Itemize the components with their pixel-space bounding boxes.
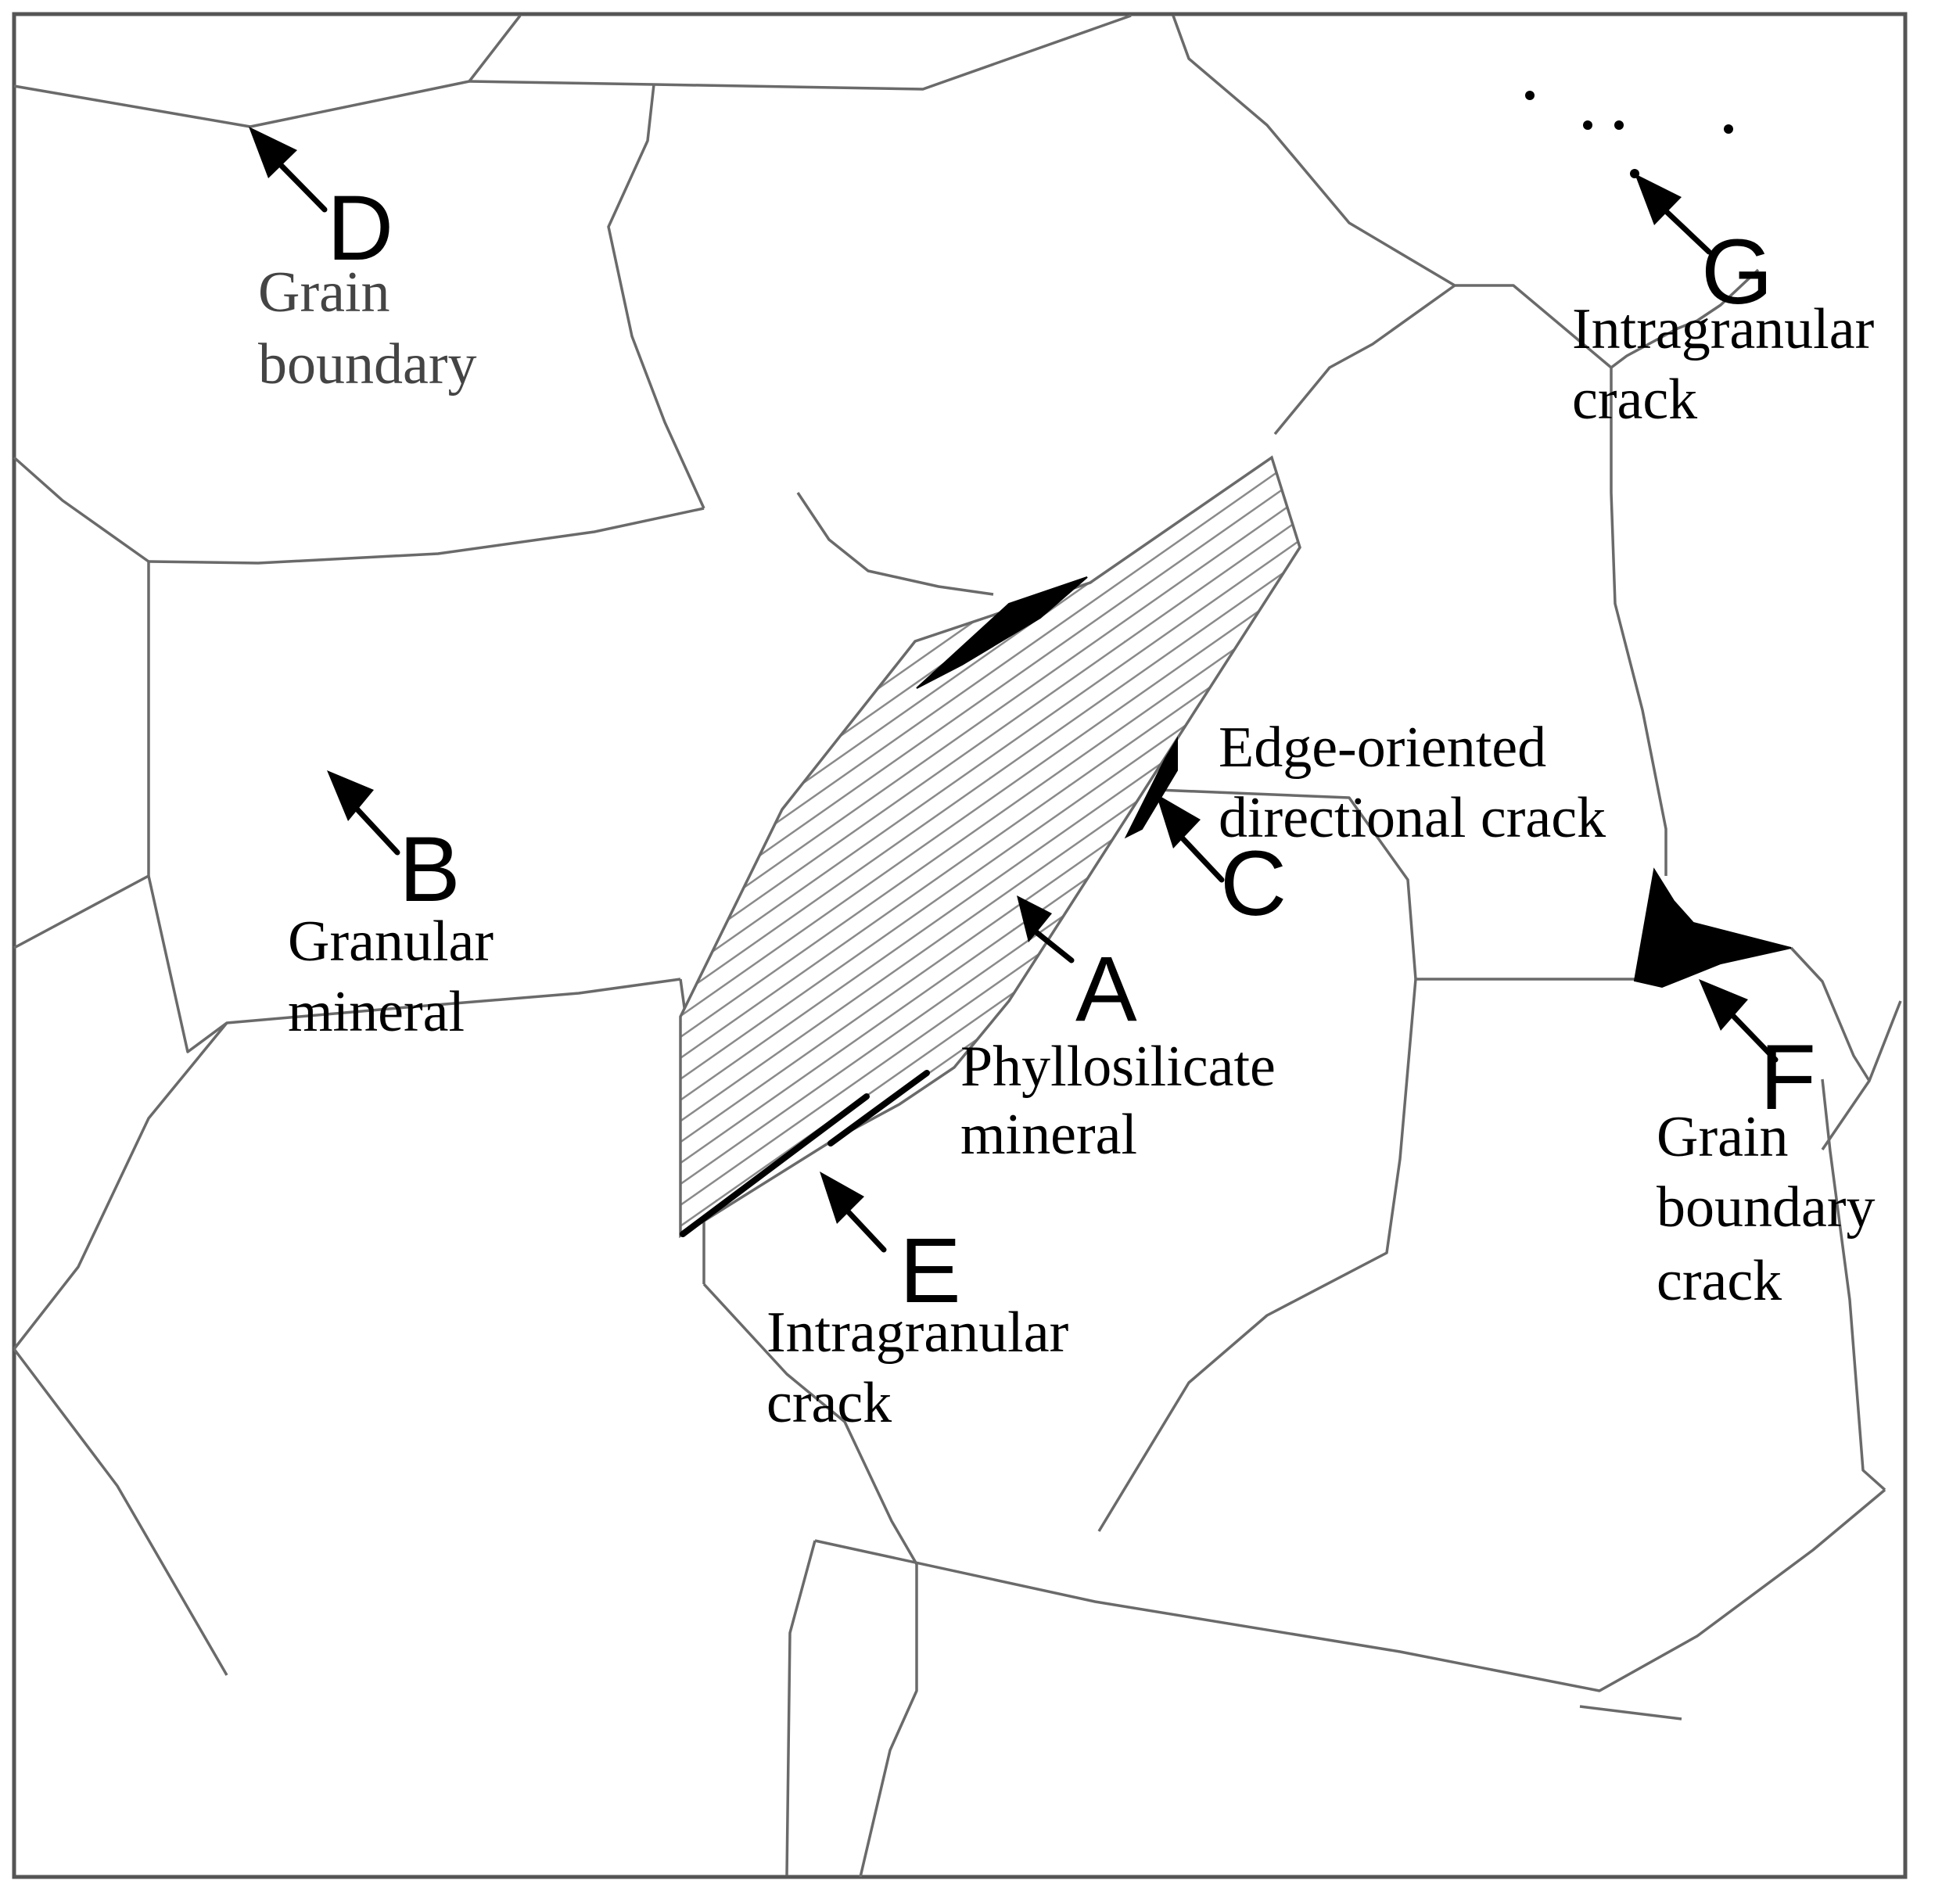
label-a: Phyllosilicate mineral	[960, 1035, 1290, 1167]
letter-a: A	[1075, 938, 1137, 1041]
label-e: Intragranular crack	[766, 1301, 1083, 1435]
crack-marks	[680, 576, 1792, 1237]
label-c: Edge-oriented directional crack	[1219, 716, 1606, 850]
phyllosilicate-mineral	[679, 455, 1301, 1239]
arrow-a	[1017, 895, 1075, 963]
intragranular-crack-e	[680, 1093, 870, 1237]
diagram-frame	[12, 12, 1908, 1879]
letter-d: D	[327, 177, 393, 280]
intragranular-crack-e-short	[827, 1070, 930, 1146]
intragranular-crack-dots	[1525, 91, 1733, 178]
grain-boundary-crack	[1633, 867, 1792, 989]
arrow-e	[820, 1172, 887, 1253]
label-b: Granular mineral	[288, 910, 508, 1044]
arrow-c	[1156, 794, 1225, 883]
annotation-arrows	[249, 127, 1779, 1253]
label-f: Grain boundary crack	[1657, 1105, 1890, 1313]
arrow-d	[249, 127, 328, 213]
arrow-f	[1699, 979, 1779, 1063]
letter-g: G	[1701, 221, 1773, 324]
label-d: Grain boundary	[258, 260, 477, 396]
edge-oriented-directional-crack	[1124, 736, 1178, 839]
letter-c: C	[1220, 832, 1287, 935]
letter-e: E	[899, 1219, 961, 1322]
edge-crack-upper	[916, 576, 1088, 689]
arrow-g	[1635, 174, 1712, 255]
letter-markers: A B C D E F G	[327, 177, 1816, 1322]
letter-f: F	[1760, 1026, 1816, 1129]
arrow-b	[327, 770, 400, 856]
descriptive-labels: Phyllosilicate mineral Granular mineral …	[258, 260, 1890, 1435]
label-g: Intragranular crack	[1572, 297, 1889, 432]
letter-b: B	[399, 818, 461, 921]
